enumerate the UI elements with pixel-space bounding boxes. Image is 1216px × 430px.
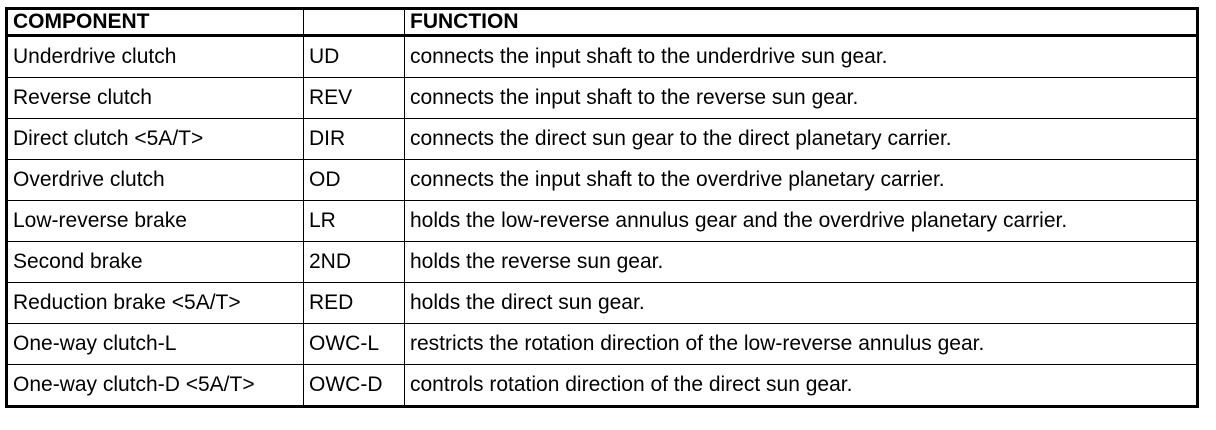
header-component: COMPONENT: [6, 8, 304, 36]
abbreviation-cell: OWC-L: [303, 323, 405, 365]
function-cell: holds the reverse sun gear.: [404, 241, 1198, 283]
component-cell: One-way clutch-L: [6, 323, 304, 365]
function-cell: connects the input shaft to the reverse …: [404, 77, 1198, 119]
table-header: COMPONENT FUNCTION: [6, 8, 1198, 36]
component-cell: Second brake: [6, 241, 304, 283]
component-cell: One-way clutch-D <5A/T>: [6, 364, 304, 407]
component-cell: Reverse clutch: [6, 77, 304, 119]
component-cell: Reduction brake <5A/T>: [6, 282, 304, 324]
abbreviation-cell: REV: [303, 77, 405, 119]
abbreviation-cell: OWC-D: [303, 364, 405, 407]
header-row: COMPONENT FUNCTION: [6, 8, 1198, 36]
header-function: FUNCTION: [404, 8, 1198, 36]
function-cell: holds the direct sun gear.: [404, 282, 1198, 324]
function-cell: connects the input shaft to the overdriv…: [404, 159, 1198, 201]
function-cell: holds the low-reverse annulus gear and t…: [404, 200, 1198, 242]
abbreviation-cell: LR: [303, 200, 405, 242]
function-cell: controls rotation direction of the direc…: [404, 364, 1198, 407]
abbreviation-cell: 2ND: [303, 241, 405, 283]
abbreviation-cell: DIR: [303, 118, 405, 160]
function-cell: connects the input shaft to the underdri…: [404, 35, 1198, 78]
function-cell: restricts the rotation direction of the …: [404, 323, 1198, 365]
component-cell: Overdrive clutch: [6, 159, 304, 201]
header-abbreviation: [303, 8, 405, 36]
component-cell: Underdrive clutch: [6, 35, 304, 78]
abbreviation-cell: RED: [303, 282, 405, 324]
component-cell: Low-reverse brake: [6, 200, 304, 242]
component-cell: Direct clutch <5A/T>: [6, 118, 304, 160]
abbreviation-cell: UD: [303, 35, 405, 78]
abbreviation-cell: OD: [303, 159, 405, 201]
function-cell: connects the direct sun gear to the dire…: [404, 118, 1198, 160]
